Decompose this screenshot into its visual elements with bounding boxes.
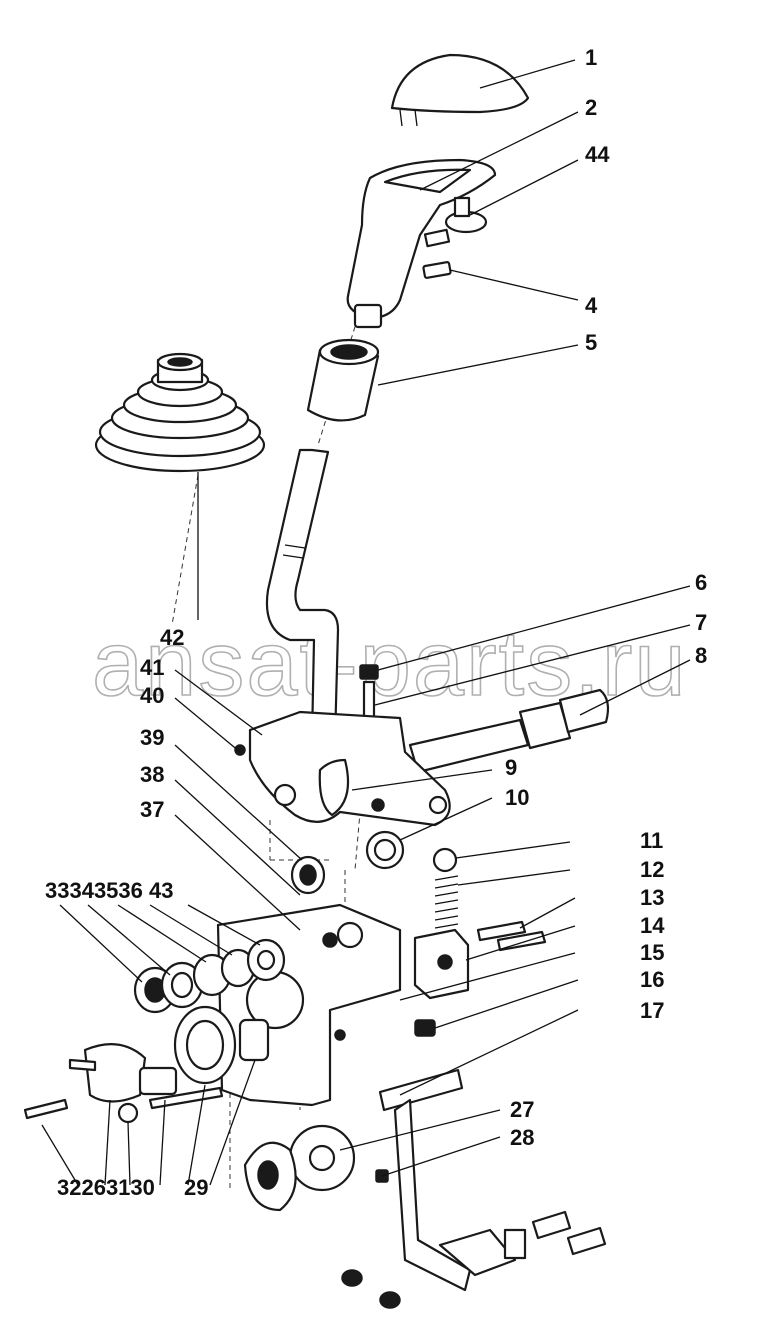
label-39: 39 (140, 725, 164, 750)
part-bushings (290, 830, 405, 895)
label-38: 38 (140, 762, 164, 787)
label-9: 9 (505, 755, 517, 780)
label-1: 1 (585, 45, 597, 70)
label-6: 6 (695, 570, 707, 595)
label-41: 41 (140, 655, 164, 680)
part-button-insert (423, 196, 488, 248)
part-washer-stack (133, 938, 286, 1014)
label-37: 37 (140, 797, 164, 822)
part-ball-spring (432, 847, 459, 929)
label-group-bottom: 32263130 (57, 1175, 155, 1200)
part-gear-assembly (243, 1124, 389, 1212)
label-7: 7 (695, 610, 707, 635)
label-10: 10 (505, 785, 529, 810)
part-bent-bracket (393, 1098, 472, 1292)
part-shaft (408, 688, 610, 774)
part-rubber-boot (94, 352, 266, 473)
part-shift-lever (265, 448, 340, 742)
part-housing-plate (216, 903, 402, 1107)
label-13: 13 (640, 885, 664, 910)
label-8: 8 (695, 643, 707, 668)
part-lower-fasteners (341, 1210, 607, 1309)
part-switch-assembly (68, 1043, 224, 1124)
part-detent-block (413, 920, 547, 1000)
part-cover-plate (173, 1005, 270, 1085)
label-42: 42 (160, 625, 184, 650)
leader-lines (41, 59, 691, 1186)
label-2: 2 (585, 95, 597, 120)
part-knob-cap (390, 53, 530, 127)
part-nut (414, 1019, 436, 1037)
label-40: 40 (140, 683, 164, 708)
label-4: 4 (585, 293, 598, 318)
label-12: 12 (640, 857, 664, 882)
label-group-left: 33343536 43 (45, 878, 173, 903)
part-screw (23, 1098, 69, 1120)
label-27: 27 (510, 1097, 534, 1122)
label-28: 28 (510, 1125, 534, 1150)
part-handle-grip (346, 158, 497, 329)
part-labels: 1 2 44 4 5 6 7 8 9 10 11 12 13 14 15 16 … (45, 45, 707, 1200)
label-29: 29 (184, 1175, 208, 1200)
label-17: 17 (640, 998, 664, 1023)
label-14: 14 (640, 913, 665, 938)
part-selector-bracket (234, 710, 451, 827)
label-16: 16 (640, 967, 664, 992)
part-sleeve (306, 338, 380, 422)
label-5: 5 (585, 330, 597, 355)
label-44: 44 (585, 142, 610, 167)
part-pin (378, 1068, 464, 1112)
part-small-key (422, 261, 452, 279)
label-11: 11 (640, 828, 663, 853)
label-15: 15 (640, 940, 664, 965)
